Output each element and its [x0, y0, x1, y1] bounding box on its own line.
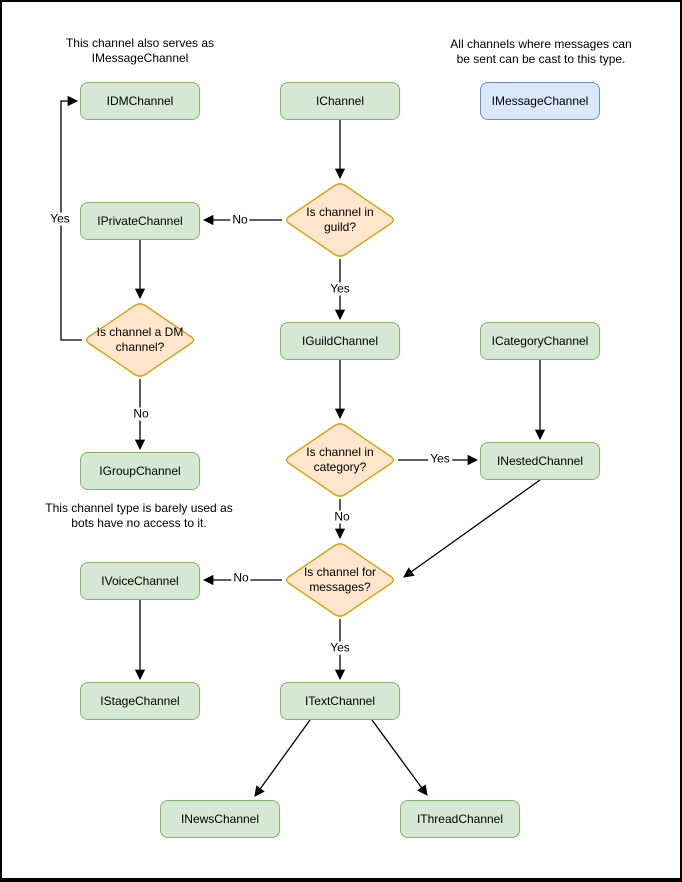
- node-idmchannel: IDMChannel: [80, 82, 200, 120]
- note-imessage-cast: All channels where messages can be sent …: [450, 37, 632, 66]
- diamond-shape: [86, 303, 194, 377]
- edge-label-yes-in-category-to-inested: Yes: [428, 451, 452, 466]
- edge-inested-to-for-messages: [403, 479, 541, 578]
- note-idm-serves-imessage: This channel also serves as IMessageChan…: [65, 36, 215, 65]
- decision-label: Is channel for messages?: [303, 565, 377, 594]
- decision-is-channel-in-category: Is channel in category?: [282, 421, 398, 499]
- node-itextchannel: ITextChannel: [280, 682, 400, 720]
- edge-label-no-is-dm-to-igroup: No: [131, 406, 151, 421]
- edge-label-no-for-messages-to-ivoice: No: [231, 570, 251, 585]
- edge-label-no-in-category-to-for-messages: No: [332, 509, 352, 524]
- edge-itext-to-inews: [254, 719, 311, 797]
- edge-label-yes-for-messages-to-itext: Yes: [328, 640, 352, 655]
- node-ithreadchannel: IThreadChannel: [400, 800, 520, 838]
- node-iguildchannel: IGuildChannel: [280, 322, 400, 360]
- edge-itext-to-ithread: [371, 719, 428, 796]
- decision-label: Is channel a DM channel?: [96, 325, 184, 354]
- decision-is-channel-for-messages: Is channel for messages?: [282, 541, 398, 619]
- node-ichannel: IChannel: [280, 82, 400, 120]
- node-igroupchannel: IGroupChannel: [80, 452, 200, 490]
- decision-label: Is channel in category?: [306, 445, 374, 474]
- decision-is-channel-a-dm: Is channel a DM channel?: [82, 301, 198, 379]
- node-imessagechannel: IMessageChannel: [480, 82, 600, 120]
- edge-label-yes-in-guild-to-iguild: Yes: [328, 281, 352, 296]
- decision-label: Is channel in guild?: [306, 205, 374, 234]
- diamond-shape: [286, 183, 394, 257]
- node-ivoicechannel: IVoiceChannel: [80, 562, 200, 600]
- diamond-shape: [286, 543, 394, 617]
- node-istagechannel: IStageChannel: [80, 682, 200, 720]
- edge-label-yes-is-dm-to-idm: Yes: [48, 211, 72, 226]
- diamond-shape: [286, 423, 394, 497]
- note-igroup-barely-used: This channel type is barely used as bots…: [45, 501, 233, 530]
- node-icategorychannel: ICategoryChannel: [480, 322, 600, 360]
- node-inestedchannel: INestedChannel: [480, 442, 600, 480]
- node-inewschannel: INewsChannel: [160, 800, 280, 838]
- decision-is-channel-in-guild: Is channel in guild?: [282, 181, 398, 259]
- node-iprivatechannel: IPrivateChannel: [80, 202, 200, 240]
- edge-label-no-in-guild-to-iprivate: No: [230, 212, 250, 227]
